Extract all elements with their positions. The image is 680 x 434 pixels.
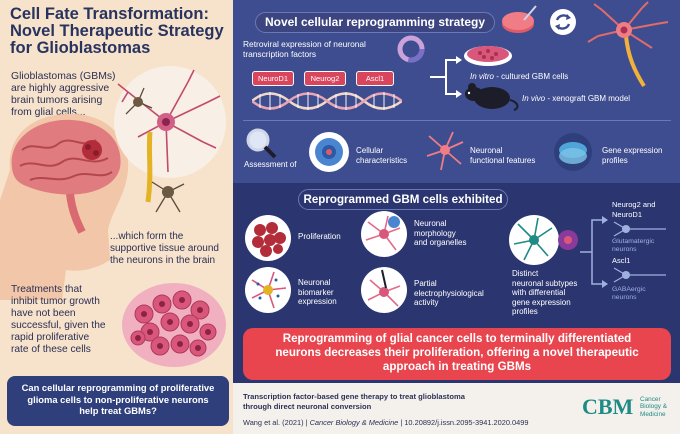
retroviral-text: Retroviral expression of neuronal transc… [243,39,366,59]
neuronal-features-label: Neuronal functional features [470,146,536,165]
petri-dish-icon [464,46,512,66]
subtype-arrows [580,216,608,288]
gbm-description: Glioblastomas (GBMs) are highly aggressi… [11,71,116,118]
neuron-network-icon [426,131,464,171]
treatment-text: Treatments that inhibit tumor growth hav… [11,284,106,355]
neuron-icon [587,1,669,88]
cbm-logo: CBM [582,394,634,419]
proliferation-icon [245,215,291,261]
question-box: Can cellular reprogramming of proliferat… [7,376,229,426]
citation-title: Transcription factor-based gene therapy … [243,392,465,411]
retrovirus-icon [397,35,425,63]
proliferation-label: Proliferation [298,232,341,241]
gene-neurod1: NeuroD1 [252,71,294,86]
footer [233,383,680,434]
glutamatergic-label: Glutamatergic neurons [612,238,655,253]
neuron-zoom-illustration [114,66,226,213]
cell-icon [309,132,349,172]
biomarker-label: Neuronal biomarker expression [298,278,337,306]
gene-ascl1: Ascl1 [356,71,394,86]
glutamatergic-neuron-icon [613,221,666,237]
electrophysiology-icon [361,267,407,313]
gene-expression-icon [554,133,592,171]
neuron-subtypes-icon [509,215,578,265]
in-vitro-label: In vitro - cultured GBM cells [470,72,569,81]
neuron-subtypes-label: Distinct neuronal subtypes with differen… [512,269,578,316]
biomarker-icon [245,267,291,313]
citation-reference: Wang et al. (2021) | Cancer Biology & Me… [243,418,529,427]
gabaergic-neuron-icon [613,267,666,283]
supportive-tissue-text: ...which form the supportive tissue arou… [110,231,219,266]
conclusion-box: Reprogramming of glial cancer cells to t… [243,328,671,380]
gene-expression-label: Gene expression profiles [602,146,663,165]
strategy-header: Novel cellular reprogramming strategy [255,12,495,33]
cbm-logo-subtitle: Cancer Biology & Medicine [640,396,667,418]
culture-dish-icon [502,5,537,33]
magnifier-icon [246,128,277,159]
in-vivo-label: In vivo - xenograft GBM model [522,94,631,103]
gene-neurog2: Neurog2 [304,71,346,86]
results-header: Reprogrammed GBM cells exhibited [298,189,508,210]
neurog2-neurod1-label: Neurog2 and NeuroD1 [612,200,656,219]
tumor-cell-mass-illustration [122,283,226,367]
ascl1-label: Ascl1 [612,256,631,265]
brain-head-illustration [0,113,129,300]
morphology-label: Neuronal morphology and organelles [414,219,467,247]
morphology-icon [361,211,407,257]
mouse-icon [465,83,519,111]
reprogramming-cycle-icon [550,9,576,35]
branch-arrow-icon [430,56,462,98]
electrophysiology-label: Partial electrophysiological activity [414,279,484,307]
cellular-characteristics-label: Cellular characteristics [356,146,408,165]
section-divider [243,120,671,121]
gabaergic-label: GABAergic neurons [612,286,646,301]
page-title: Cell Fate Transformation: Novel Therapeu… [10,5,224,57]
dna-helix-illustration [252,92,402,110]
assessment-label: Assessment of [244,160,297,169]
